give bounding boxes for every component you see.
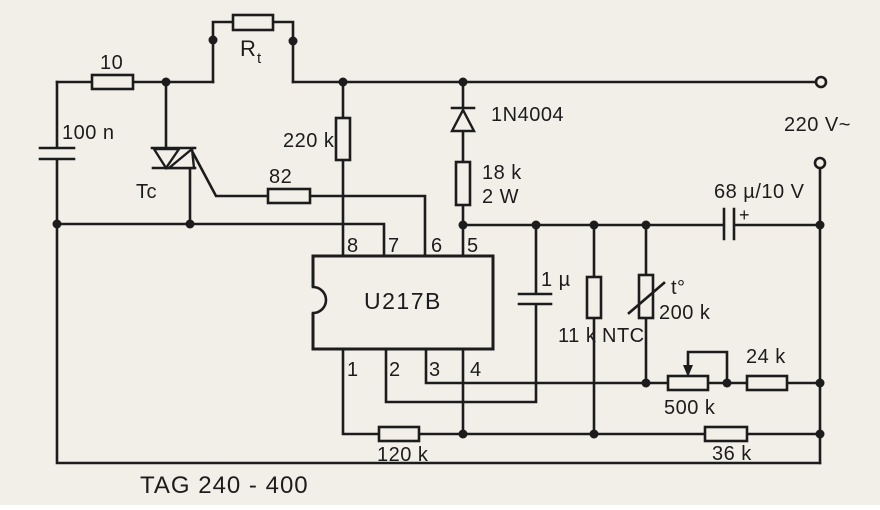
- wire-gate-to-pin6: [190, 149, 427, 258]
- junction-dot: [52, 219, 62, 229]
- ntc-diagonal-stroke: [627, 281, 666, 315]
- resistor-120k-body: [377, 425, 421, 443]
- label-resistor-82: 82: [269, 166, 292, 188]
- resistor-rt-body: [231, 13, 275, 32]
- label-resistor-18k: 18 k: [482, 162, 522, 184]
- resistor-36k-body: [703, 425, 749, 443]
- wire-pot-wiper-loop: [686, 350, 729, 385]
- label-pin-5: 5: [467, 235, 479, 257]
- label-resistor-220k: 220 k: [283, 130, 335, 152]
- junction-dot: [722, 378, 732, 388]
- ic-u217b: [310, 254, 495, 351]
- label-ntc-temp: t°: [671, 277, 686, 299]
- components: [90, 13, 789, 443]
- junction-dot: [288, 36, 298, 46]
- label-cap-68u: 68 µ/10 V: [714, 181, 805, 203]
- junction-dot: [589, 220, 599, 230]
- terminal-mains-live: [814, 75, 828, 89]
- label-resistor-120k: 120 k: [377, 444, 429, 466]
- labels: 10 R t 100 n Tc 82 220 k 1N4004 18 k 2 W…: [62, 36, 851, 499]
- label-pin-6: 6: [431, 235, 443, 257]
- potentiometer-500k-body: [666, 374, 710, 392]
- label-pin-1: 1: [347, 359, 359, 381]
- label-cap-1u: 1 µ: [541, 269, 571, 291]
- junction-dot: [589, 429, 599, 439]
- wire-load-bump: [211, 20, 295, 84]
- label-pin-7: 7: [388, 235, 400, 257]
- junction-dot: [161, 77, 171, 87]
- junction-dot: [815, 429, 825, 439]
- label-pin-3: 3: [429, 359, 441, 381]
- triac-triangle-right: [165, 146, 196, 170]
- junction-dot: [338, 77, 348, 87]
- diode-triangle: [450, 107, 476, 133]
- label-pin-2: 2: [389, 359, 401, 381]
- label-cap-100n: 100 n: [62, 122, 115, 144]
- label-ic-name: U217B: [364, 288, 442, 314]
- junction-dot: [815, 220, 825, 230]
- wire-cap68-plates: [722, 207, 736, 241]
- junction-dots: [52, 35, 825, 439]
- label-resistor-11k: 11 k: [558, 325, 597, 347]
- label-resistor-18k-power: 2 W: [482, 186, 519, 208]
- label-ntc-value: 200 k: [659, 302, 711, 324]
- junction-dot: [458, 429, 468, 439]
- label-mains-voltage: 220 V~: [784, 114, 851, 136]
- resistor-18k-body: [454, 160, 472, 207]
- label-pot-500k: 500 k: [664, 397, 716, 419]
- triac-triangle-left: [151, 147, 182, 171]
- ntc-thermistor-body: [637, 273, 655, 320]
- label-pin-8: 8: [347, 235, 359, 257]
- junction-dot: [641, 378, 651, 388]
- junction-dot: [208, 35, 218, 45]
- label-diode-1n4004: 1N4004: [491, 104, 564, 126]
- wire-1u-pin2: [384, 223, 553, 404]
- resistor-220k-body: [334, 116, 352, 162]
- resistor-10-body: [90, 73, 135, 91]
- junction-dot: [531, 220, 541, 230]
- ic-body: [311, 254, 495, 351]
- resistor-82-body: [266, 187, 312, 205]
- resistor-11k-body: [585, 275, 603, 320]
- resistor-24k-body: [745, 374, 789, 392]
- junction-dot: [641, 220, 651, 230]
- label-triac-tc: Tc: [136, 181, 157, 203]
- label-ntc: NTC: [602, 325, 645, 347]
- terminal-mains-neutral: [813, 156, 827, 170]
- junction-dot: [185, 219, 195, 229]
- mains-terminals: [813, 75, 828, 170]
- wire-rail-to-pin7: [55, 222, 386, 258]
- junction-dot: [815, 378, 825, 388]
- ic-notch: [311, 285, 328, 315]
- label-resistor-10: 10: [100, 52, 123, 74]
- label-pin-4: 4: [470, 359, 482, 381]
- ic-notch-mask: [310, 287, 316, 313]
- junction-dot: [458, 220, 468, 230]
- label-caption-tag: TAG 240 - 400: [140, 472, 309, 499]
- label-load-rt: R t: [240, 36, 262, 67]
- wires: [38, 20, 822, 465]
- wire-left-rail: [38, 80, 822, 465]
- label-resistor-24k: 24 k: [746, 346, 786, 368]
- pot-wiper-arrowhead: [683, 365, 693, 377]
- label-cap-68u-plus: +: [739, 205, 750, 225]
- label-resistor-36k: 36 k: [712, 443, 752, 465]
- junction-dot: [458, 77, 468, 87]
